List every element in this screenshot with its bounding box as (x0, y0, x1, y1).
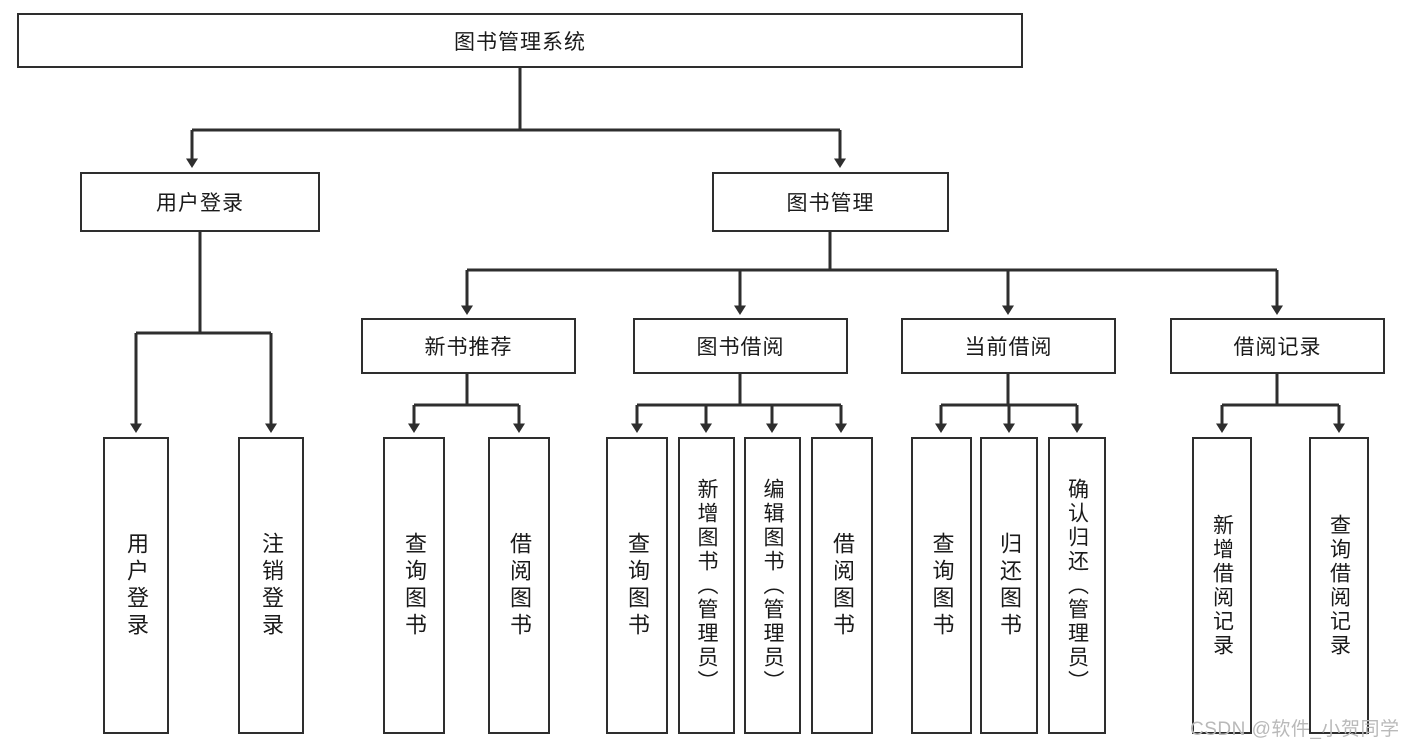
csdn-watermark: CSDN @软件_小贺同学 (1190, 719, 1400, 740)
leaf-query-borrow-record[interactable]: 查询借阅记录 (1309, 437, 1369, 734)
leaf-edit-book-admin[interactable]: 编辑图书（管理员） (744, 437, 801, 734)
node-new-book-recommend[interactable]: 新书推荐 (361, 318, 576, 374)
leaf-user-login[interactable]: 用户登录 (103, 437, 169, 734)
node-current-borrow[interactable]: 当前借阅 (901, 318, 1116, 374)
node-book-manage[interactable]: 图书管理 (712, 172, 949, 232)
node-user-login[interactable]: 用户登录 (80, 172, 320, 232)
leaf-return-book[interactable]: 归还图书 (980, 437, 1038, 734)
leaf-add-borrow-record[interactable]: 新增借阅记录 (1192, 437, 1252, 734)
leaf-query-book-new-recommend[interactable]: 查询图书 (383, 437, 445, 734)
node-book-borrow[interactable]: 图书借阅 (633, 318, 848, 374)
leaf-borrow-book-new-recommend[interactable]: 借阅图书 (488, 437, 550, 734)
leaf-query-book-current[interactable]: 查询图书 (911, 437, 972, 734)
leaf-logout-login[interactable]: 注销登录 (238, 437, 304, 734)
node-borrow-record[interactable]: 借阅记录 (1170, 318, 1385, 374)
leaf-query-book-borrow[interactable]: 查询图书 (606, 437, 668, 734)
node-root-book-management-system[interactable]: 图书管理系统 (17, 13, 1023, 68)
leaf-borrow-book-borrow[interactable]: 借阅图书 (811, 437, 873, 734)
leaf-add-book-admin[interactable]: 新增图书（管理员） (678, 437, 735, 734)
leaf-confirm-return-admin[interactable]: 确认归还（管理员） (1048, 437, 1106, 734)
